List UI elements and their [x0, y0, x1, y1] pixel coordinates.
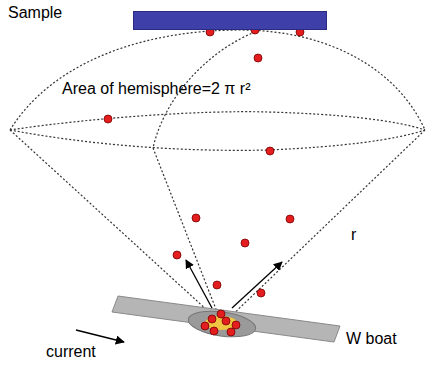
- flux-arrow: [186, 260, 212, 308]
- atom-dot: [201, 322, 209, 330]
- atom-dot: [254, 54, 262, 62]
- sample-plate: Sample: [8, 4, 327, 34]
- dome-arc: [10, 30, 425, 130]
- sample-substrate: [133, 11, 327, 30]
- atom-dot: [222, 317, 230, 325]
- atom-dot: [232, 321, 240, 329]
- boat-strip: [112, 296, 340, 342]
- evaporant-atoms: [104, 26, 304, 336]
- atom-dot: [208, 315, 216, 323]
- equator-back: [10, 112, 425, 130]
- cone-line: [10, 130, 220, 322]
- atom-dot: [286, 215, 294, 223]
- cone-line: [225, 130, 425, 322]
- atom-dot: [266, 147, 274, 155]
- atom-dot: [217, 310, 225, 318]
- flux-arrows: [186, 260, 282, 308]
- current-label: current: [46, 343, 96, 361]
- atom-dot: [241, 239, 249, 247]
- atom-dot: [257, 289, 265, 297]
- atom-dot: [213, 281, 221, 289]
- flux-arrow: [232, 262, 282, 308]
- atom-dot: [104, 115, 112, 123]
- hemisphere-outline: [10, 30, 425, 322]
- tungsten-boat: W boat: [346, 330, 401, 351]
- cone-line: [153, 148, 221, 322]
- boat-dimple: [187, 307, 258, 340]
- atom-dot: [173, 251, 181, 259]
- hemisphere-area: Area of hemisphere=2 π r²: [62, 80, 255, 101]
- current-arrow: [76, 330, 124, 342]
- radius-label: r: [351, 226, 356, 244]
- equator-front: [10, 130, 425, 150]
- node-label: Sample: [8, 4, 327, 22]
- atom-dot: [192, 214, 200, 222]
- atom-dot: [227, 328, 235, 336]
- atom-dot: [210, 327, 218, 335]
- node-label: Area of hemisphere=2 π r²: [62, 80, 255, 98]
- node-label: W boat: [346, 330, 401, 348]
- tungsten-boat-shape: [112, 296, 340, 342]
